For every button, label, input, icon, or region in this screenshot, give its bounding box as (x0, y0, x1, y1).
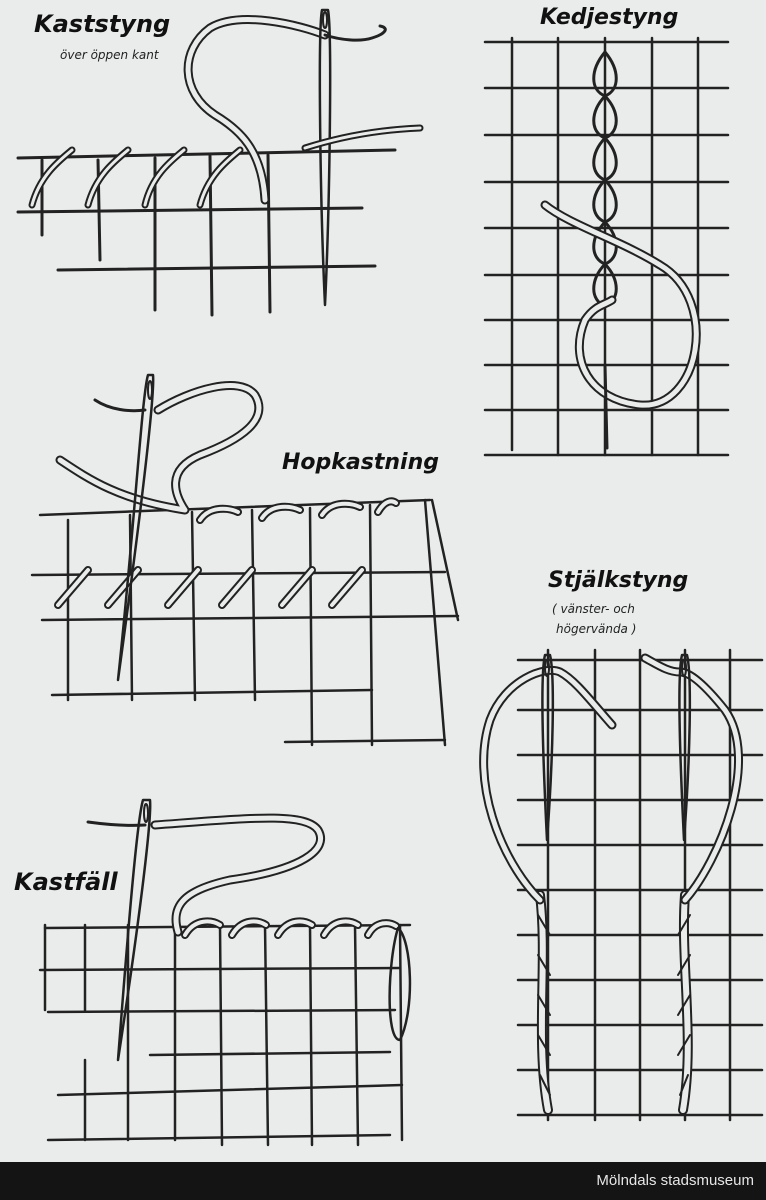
kastfall-illustration (38, 798, 412, 1147)
stjalkstyng-title: Stjälkstyng (548, 568, 689, 593)
stitch-illustrations (16, 8, 764, 1147)
footer-bar: Mölndals stadsmuseum (0, 1162, 766, 1200)
hopkastning-title: Hopkastning (282, 450, 439, 475)
kaststyng-subtitle: över öppen kant (60, 48, 159, 62)
stjalkstyng-subtitle-line1: ( vänster- och (552, 602, 635, 616)
stjalkstyng-subtitle-line2: högervända ) (556, 622, 637, 636)
hopkastning-illustration (30, 373, 460, 747)
museum-credit: Mölndals stadsmuseum (596, 1172, 754, 1189)
instruction-plate: Kaststyng över öppen kant Kedjestyng Hop… (0, 0, 766, 1162)
kaststyng-illustration (16, 8, 424, 317)
kaststyng-title: Kaststyng (34, 10, 171, 38)
kastfall-title: Kastfäll (14, 868, 118, 896)
stjalkstyng-illustration (479, 648, 764, 1122)
kedjestyng-title: Kedjestyng (540, 5, 679, 30)
kedjestyng-illustration (483, 36, 730, 457)
